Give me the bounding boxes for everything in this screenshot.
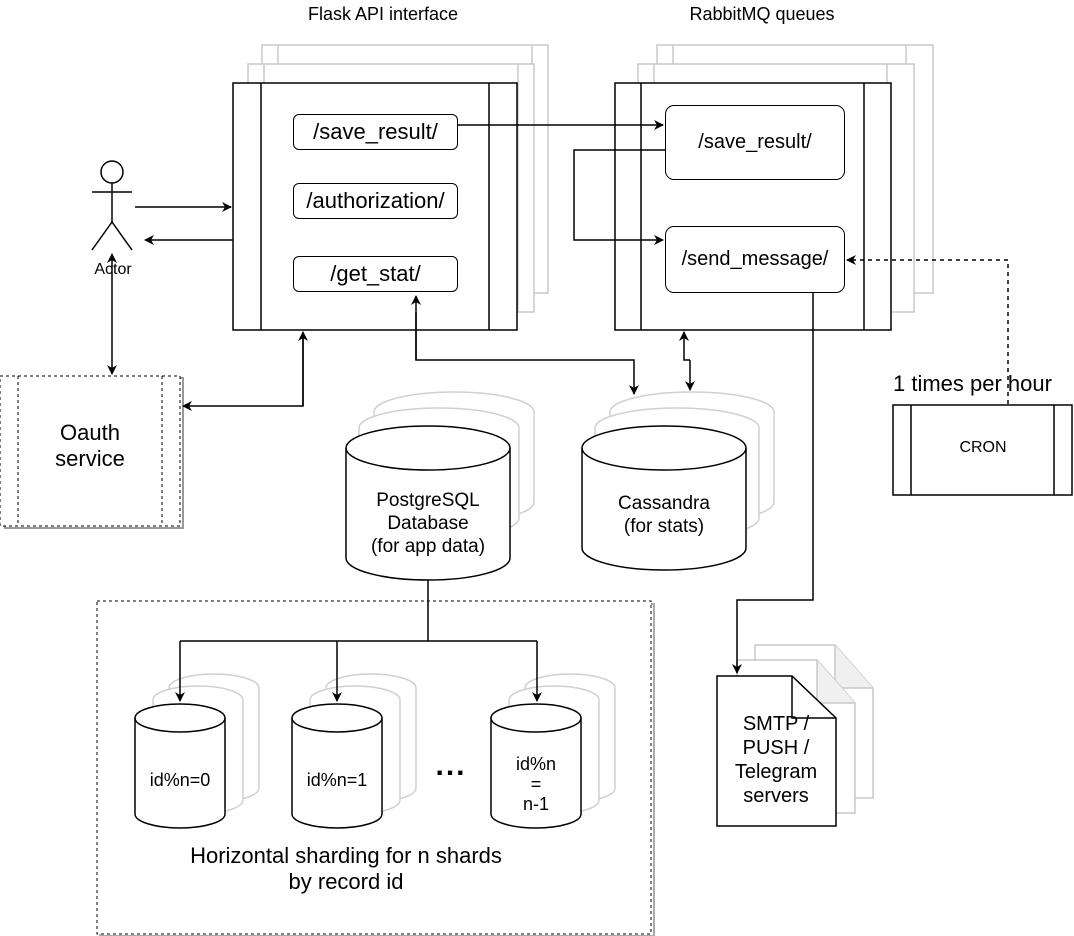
queue-save-result: /save_result/ xyxy=(665,105,845,180)
queue-send-message: /send_message/ xyxy=(665,226,845,293)
cron-schedule-label: 1 times per hour xyxy=(893,371,1052,396)
notification-servers-label: SMTP / PUSH / Telegram servers xyxy=(734,713,818,807)
route-save-result: /save_result/ xyxy=(293,114,458,150)
route-authorization: /authorization/ xyxy=(293,183,458,219)
shard-0-label: id%n=0 xyxy=(149,770,211,790)
postgres-cylinders xyxy=(345,391,535,581)
actor-label: Actor xyxy=(94,261,132,278)
connectors xyxy=(107,120,1009,702)
oauth-service-label: Oauth service xyxy=(55,420,125,472)
queue-loop-arrow xyxy=(573,149,665,245)
notification-servers-document xyxy=(716,675,837,827)
shard-1-label: id%n=1 xyxy=(306,770,368,790)
shard-n-1-cylinder xyxy=(490,703,582,829)
rabbitmq-title: RabbitMQ queues xyxy=(689,4,835,24)
cron-box xyxy=(892,404,1073,496)
cassandra-label: Cassandra (for stats) xyxy=(618,493,710,537)
cron-to-send-message-arrow xyxy=(846,255,1009,404)
postgres-database xyxy=(345,425,511,581)
cassandra-to-rabbit-arrow xyxy=(679,331,690,361)
send-message-to-servers-arrow xyxy=(732,293,814,674)
cassandra-cylinders xyxy=(581,391,775,571)
cassandra-database xyxy=(581,425,747,571)
shard-0-cylinder xyxy=(134,703,226,829)
sharding-caption: Horizontal sharding for n shards by reco… xyxy=(190,843,502,895)
shard-cylinders xyxy=(134,673,616,829)
notification-servers-stack xyxy=(716,644,874,827)
postgres-label: PostgreSQL Database (for app data) xyxy=(370,490,486,557)
cron-label: CRON xyxy=(959,439,1007,456)
shard-ellipsis: ... xyxy=(435,749,467,782)
route-get-stat: /get_stat/ xyxy=(293,256,458,292)
flask-api-title: Flask API interface xyxy=(307,4,459,24)
oauth-service-box xyxy=(0,375,184,529)
actor-figure xyxy=(91,160,133,251)
shard-1-cylinder xyxy=(291,703,383,829)
flask-to-oauth-arrow xyxy=(182,336,304,411)
shard-n-1-label: id%n = n-1 xyxy=(515,754,557,814)
